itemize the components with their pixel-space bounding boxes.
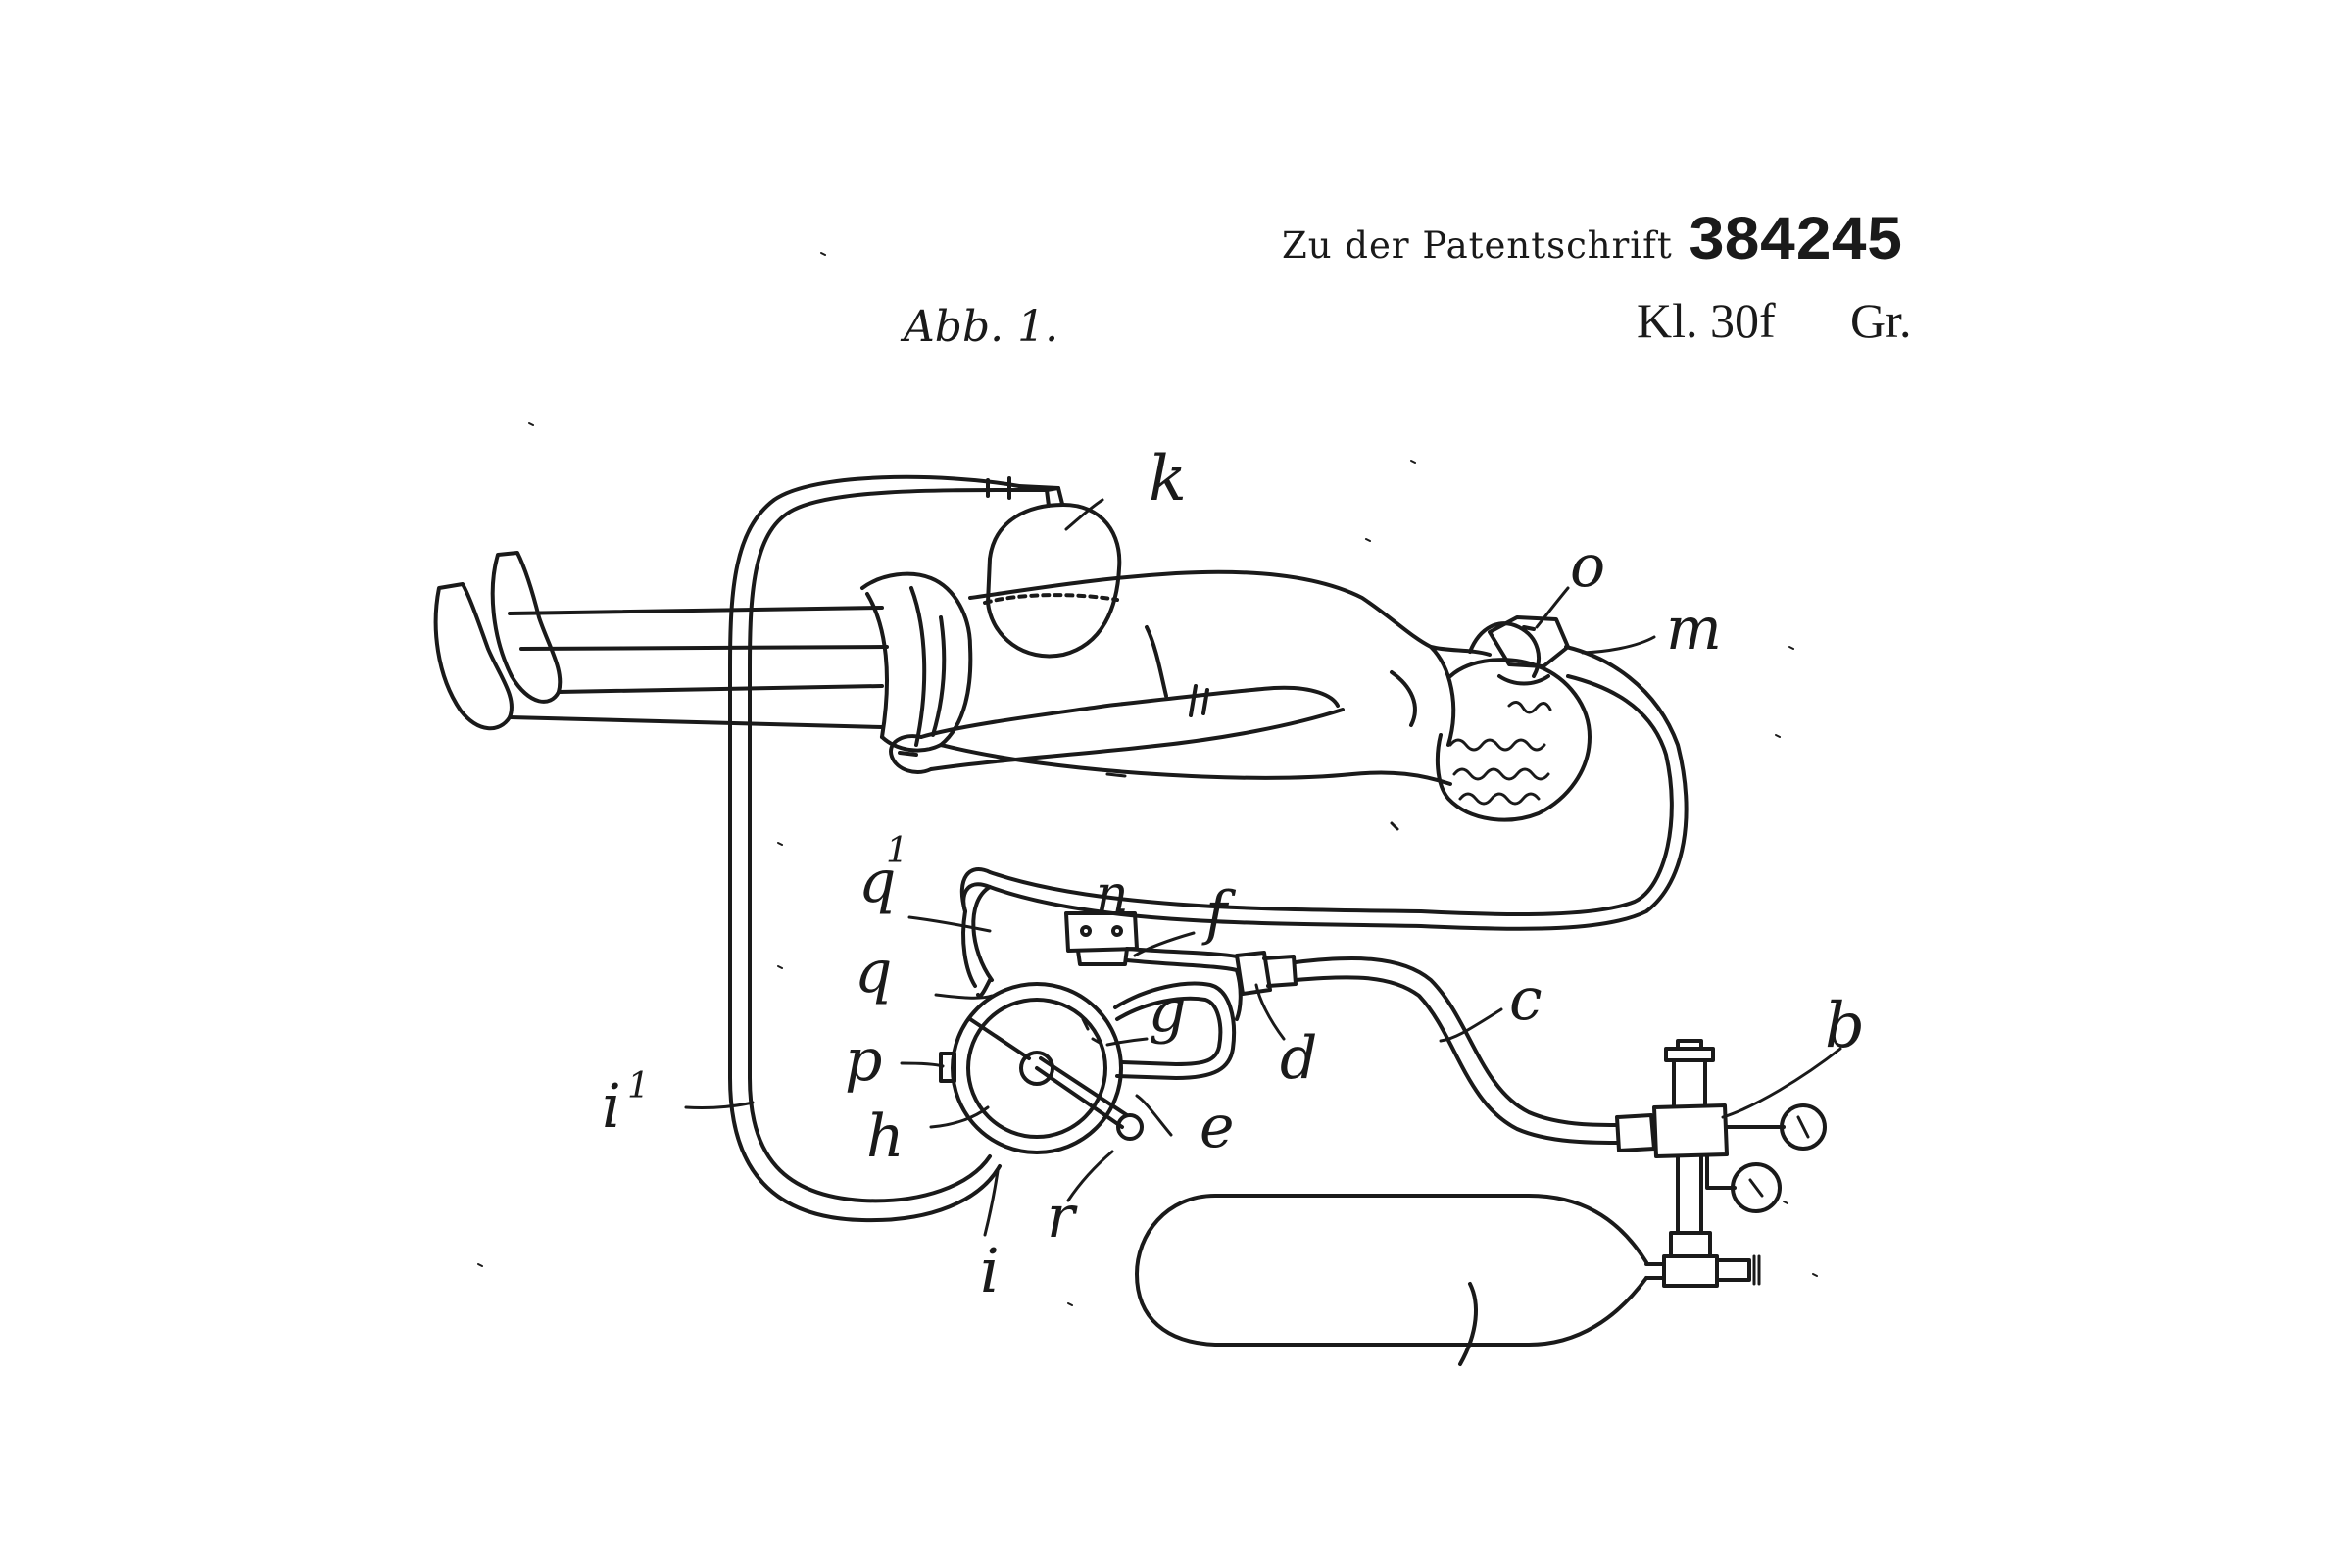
label-m: m bbox=[1666, 595, 1722, 663]
pipes-f-g bbox=[978, 949, 1237, 1078]
label-f: f bbox=[1201, 879, 1237, 948]
label-b: b bbox=[1825, 990, 1865, 1062]
breathing-bag-k bbox=[985, 486, 1119, 656]
label-i1-superscript: 1 bbox=[627, 1066, 650, 1106]
gas-cylinder bbox=[1137, 1196, 1646, 1364]
label-n: n bbox=[1096, 865, 1129, 924]
regulator-b bbox=[1617, 1041, 1825, 1286]
scan-specks bbox=[478, 253, 1817, 1305]
label-d: d bbox=[1280, 1024, 1317, 1093]
label-g: g bbox=[1149, 977, 1186, 1046]
label-o: o bbox=[1570, 532, 1605, 601]
label-e: e bbox=[1200, 1093, 1235, 1161]
label-p: p bbox=[845, 1026, 882, 1095]
label-r: r bbox=[1047, 1183, 1078, 1251]
label-k: k bbox=[1149, 443, 1187, 515]
control-chamber bbox=[941, 984, 1142, 1152]
label-c: c bbox=[1509, 965, 1543, 1034]
hose-c bbox=[1296, 958, 1617, 1143]
patient-figure bbox=[436, 553, 1590, 829]
label-h: h bbox=[866, 1102, 905, 1171]
label-i1: i bbox=[602, 1070, 621, 1142]
label-q1-superscript: 1 bbox=[886, 831, 908, 871]
label-q: q bbox=[855, 938, 892, 1006]
label-i: i bbox=[980, 1235, 1000, 1306]
